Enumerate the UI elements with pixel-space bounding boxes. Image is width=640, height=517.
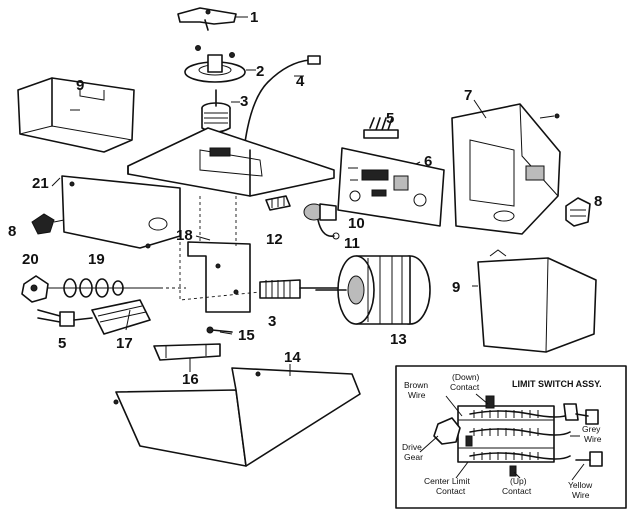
part-18-motor-bracket	[187, 196, 251, 313]
callout-3-top: 3	[240, 93, 248, 110]
inset-switch-drawing	[419, 393, 603, 481]
callout-9-right: 9	[452, 279, 460, 296]
part-7-right-housing	[451, 103, 561, 235]
callout-6: 6	[424, 153, 432, 170]
part-6-logic-board	[337, 147, 445, 227]
callout-15: 15	[238, 327, 255, 344]
part-12-terminal-block	[265, 195, 291, 211]
inset-frame	[395, 365, 627, 509]
callout-10: 10	[348, 215, 365, 232]
part-17-limit-switch	[73, 299, 151, 335]
label-grey-wire-line2: Wire	[584, 434, 602, 444]
callout-3-lower: 3	[268, 313, 276, 330]
part-14-bottom-cover	[113, 367, 361, 467]
callout-4: 4	[296, 73, 305, 90]
callout-2: 2	[256, 63, 264, 80]
part-20-gear	[21, 275, 49, 303]
label-down-contact-line2: Contact	[450, 382, 480, 392]
part-13-motor	[315, 255, 431, 325]
label-down-contact-line1: (Down)	[452, 372, 480, 382]
callout-14: 14	[284, 349, 301, 366]
callout-9-left: 9	[76, 77, 84, 94]
callout-7: 7	[464, 87, 472, 104]
label-drive-gear-line2: Gear	[404, 452, 423, 462]
callout-5-top: 5	[386, 110, 394, 127]
part-19-spacers	[48, 278, 160, 298]
callout-16: 16	[182, 371, 199, 388]
inset-title: LIMIT SWITCH ASSY.	[512, 379, 602, 389]
part-10-capacitor	[303, 203, 337, 221]
callout-18: 18	[176, 227, 193, 244]
part-9-left-cover	[17, 77, 135, 153]
label-yellow-wire-line1: Yellow	[568, 480, 593, 490]
callout-19: 19	[88, 251, 105, 268]
part-4-power-cord	[243, 55, 321, 151]
part-3-worm-gear	[259, 279, 345, 299]
callout-11: 11	[344, 235, 360, 252]
label-center-limit-line2: Contact	[436, 486, 466, 496]
callout-12: 12	[266, 231, 283, 248]
label-center-limit-line1: Center Limit	[424, 476, 470, 486]
callout-20: 20	[22, 251, 39, 268]
label-brown-wire-line2: Wire	[408, 390, 426, 400]
callout-21: 21	[32, 175, 49, 192]
limit-switch-inset: LIMIT SWITCH ASSY. (Down) Contact Brown …	[395, 365, 627, 509]
callout-1: 1	[250, 9, 258, 26]
part-5-wire-harness	[363, 117, 399, 139]
callout-17: 17	[116, 335, 133, 352]
chassis-plate	[127, 127, 335, 197]
part-9-right-lens	[477, 249, 597, 353]
callout-8-left: 8	[8, 223, 16, 240]
part-3-drive-gear	[201, 89, 240, 133]
callout-13: 13	[390, 331, 407, 348]
label-brown-wire-line1: Brown	[404, 380, 428, 390]
callout-numbers: 1 2 3 4 9 5 7 6 21 8 10 8 18 12 11 20 19…	[8, 9, 602, 388]
part-2-sprocket-plate	[184, 45, 256, 83]
part-1-top-bracket	[177, 7, 248, 31]
label-up-contact-line2: Contact	[502, 486, 532, 496]
leader-lines	[51, 16, 487, 376]
label-up-contact-line1: (Up)	[510, 476, 527, 486]
label-grey-wire-line1: Grey	[582, 424, 601, 434]
part-11-lamp-socket	[317, 219, 340, 240]
label-drive-gear-line1: Drive	[402, 442, 422, 452]
part-15-screw	[206, 326, 233, 334]
part-16-switch-bracket	[153, 343, 221, 361]
callout-8-right: 8	[594, 193, 602, 210]
part-21-side-panel	[61, 175, 181, 249]
label-yellow-wire-line2: Wire	[572, 490, 590, 500]
part-8-left-knob	[31, 213, 65, 235]
part-5-lower-wire	[37, 309, 75, 327]
part-8-right-knob	[565, 197, 591, 227]
callout-5-lower: 5	[58, 335, 66, 352]
